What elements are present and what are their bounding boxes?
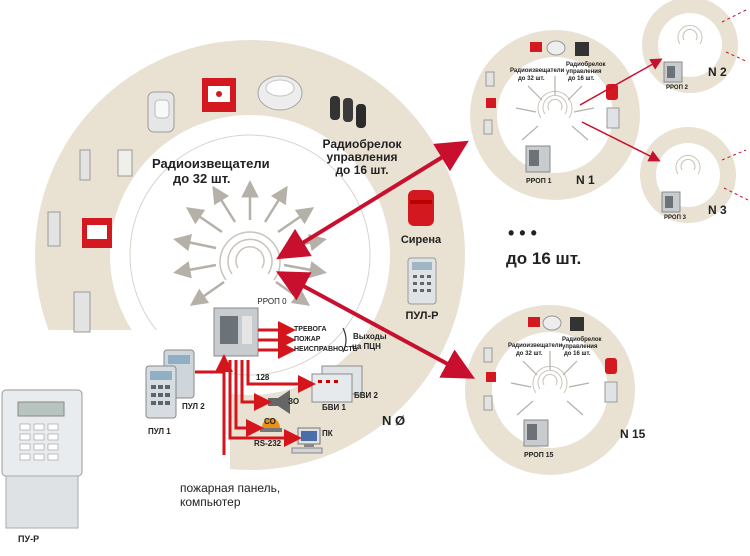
- panel-caption: пожарная панель,: [180, 481, 281, 495]
- pul2-label: ПУЛ 2: [182, 402, 205, 411]
- n1-rrop-label: РРОП 1: [526, 178, 552, 185]
- keypad-icon: [407, 257, 437, 305]
- pur-device-icon: [1, 389, 83, 529]
- n1-label: N 1: [576, 173, 595, 187]
- n15-detectors-count: до 32 шт.: [516, 351, 543, 357]
- smoke-detector-icon: [257, 75, 303, 111]
- n1-keyfob: Радиобрелок: [566, 62, 606, 68]
- node-n1: [470, 30, 640, 200]
- n3-rrop-label: РРОП 3: [664, 215, 686, 221]
- bvi1-label: БВИ 1: [322, 403, 346, 412]
- node-n3: [640, 127, 749, 223]
- speaker-icon: [268, 390, 290, 414]
- motion-detector-icon: [147, 91, 175, 133]
- manual-call-point-icon: [82, 218, 112, 248]
- keyfob-icon: [330, 96, 366, 128]
- bvi2-label: БВИ 2: [354, 391, 378, 400]
- fire-output: ПОЖАР: [294, 336, 321, 343]
- keyfob-control-label: управления: [326, 150, 398, 164]
- pul1-keypad-icon: [145, 365, 177, 419]
- light-siren-icon: [260, 418, 282, 432]
- n1-keyfob-control: управления: [566, 69, 602, 75]
- bus-128-label: 128: [256, 373, 270, 382]
- n15-label: N 15: [620, 427, 646, 441]
- siren-label: Сирена: [400, 234, 442, 246]
- fault-output: НЕИСПРАВНОСТЬ: [294, 346, 358, 353]
- n15-detectors: Радиоизвещатели: [508, 343, 563, 349]
- alarm-output: ТРЕВОГА: [294, 326, 327, 333]
- n3-label: N 3: [708, 203, 727, 217]
- radio-links: [275, 58, 663, 379]
- pur-label: ПУ-Р: [18, 534, 40, 544]
- keypad-label: ПУЛ-Р: [405, 310, 439, 322]
- n15-keyfob-count: до 16 шт.: [564, 351, 591, 357]
- n1-detectors-count: до 32 шт.: [518, 76, 545, 82]
- node-n2: [642, 0, 749, 93]
- manual-call-point-icon: [202, 78, 236, 112]
- up-to-16-label: до 16 шт.: [506, 249, 582, 268]
- siren-icon: [408, 190, 434, 226]
- panel-caption-2: компьютер: [180, 495, 241, 509]
- n2-rrop-label: РРОП 2: [666, 85, 688, 91]
- keyfob-count: до 16 шт.: [335, 163, 389, 177]
- node0-label: N Ø: [382, 413, 406, 428]
- n15-keyfob-control: управления: [562, 344, 598, 350]
- radio-detectors-label: Радиоизвещатели: [152, 156, 270, 171]
- pc-label: ПК: [322, 429, 333, 438]
- radio-detectors-count: до 32 шт.: [173, 171, 231, 186]
- n15-keyfob: Радиобрелок: [562, 337, 602, 343]
- rrop0-device-icon: [213, 307, 259, 357]
- node-n15: [465, 305, 635, 475]
- so-label: СО: [264, 417, 276, 426]
- zo-label: ЗО: [288, 397, 300, 406]
- radio-waves-icon: [219, 231, 281, 281]
- n1-keyfob-count: до 16 шт.: [568, 76, 595, 82]
- door-sensor-icon: [47, 149, 133, 333]
- dots-separator: • • •: [508, 223, 537, 243]
- rs232-label: RS-232: [254, 439, 282, 448]
- n15-rrop-label: РРОП 15: [524, 452, 554, 459]
- outputs-label: Выходы: [353, 332, 387, 341]
- rrop0-label: РРОП 0: [257, 297, 287, 306]
- keyfob-label: Радиобрелок: [322, 137, 402, 151]
- n2-label: N 2: [708, 65, 727, 79]
- pul1-label: ПУЛ 1: [148, 427, 171, 436]
- outputs-to-label: на ПЦН: [352, 342, 381, 351]
- n1-detectors: Радиоизвещатели: [510, 68, 565, 74]
